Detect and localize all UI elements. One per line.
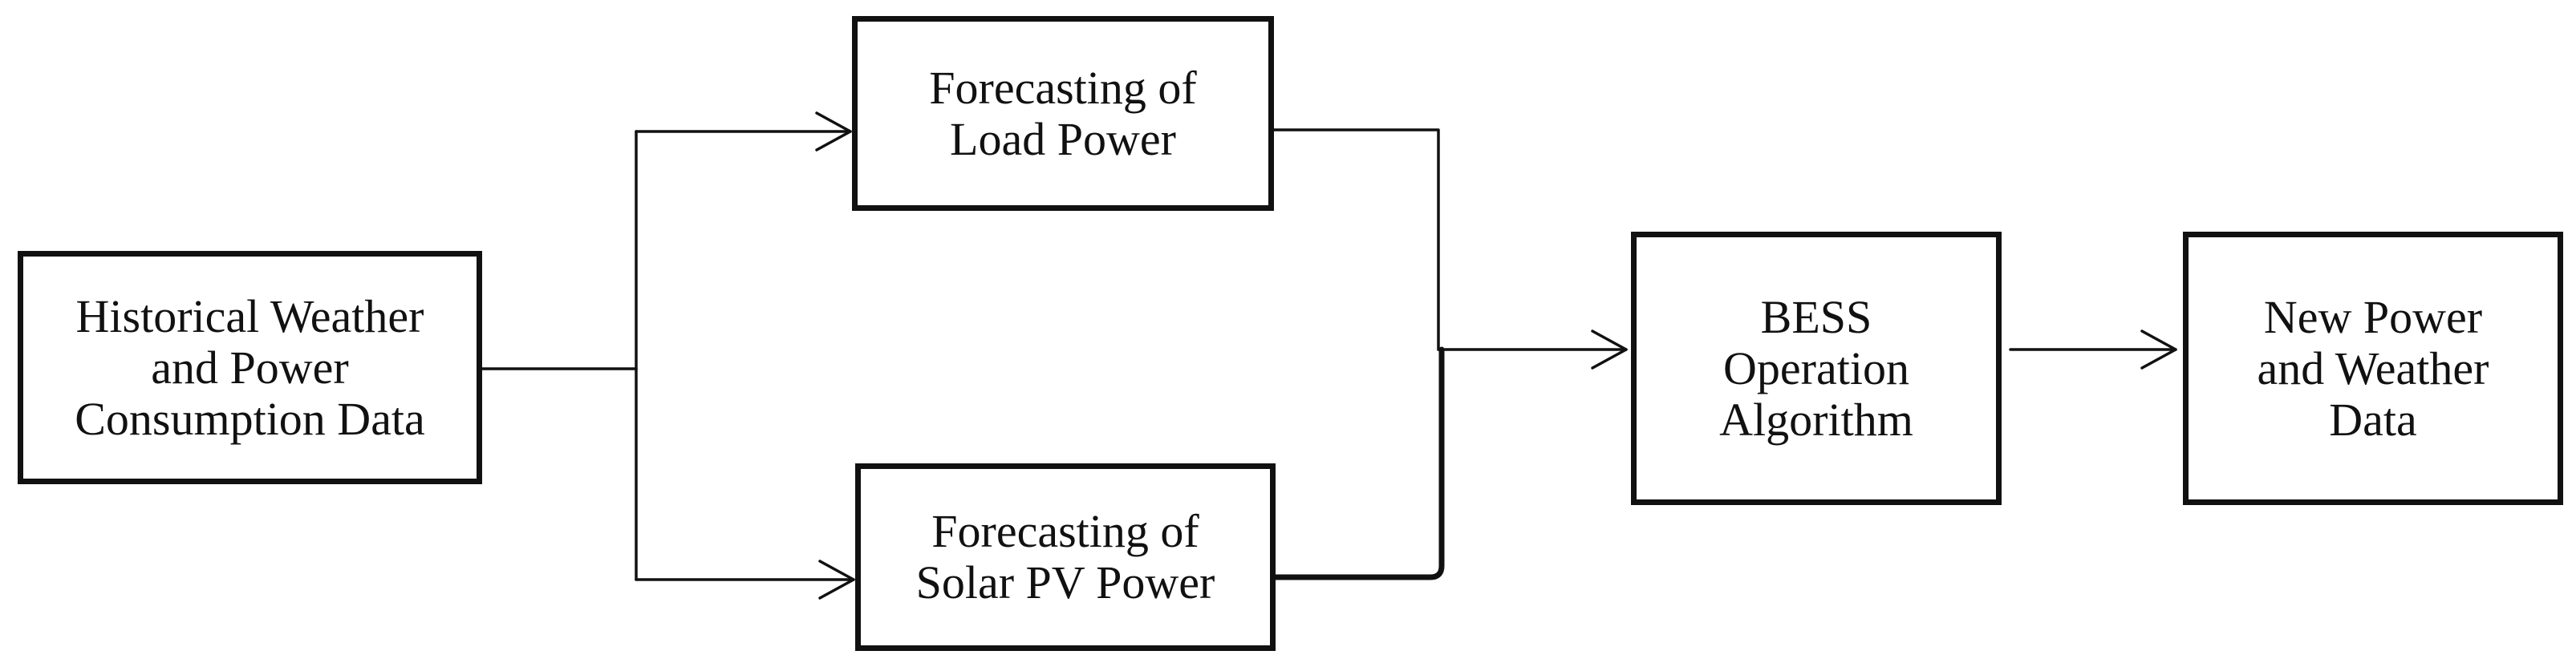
solar-pv-forecast-box: Forecasting of Solar PV Power	[855, 463, 1276, 651]
solar-pv-forecast-label: Forecasting of Solar PV Power	[915, 505, 1215, 608]
connector-load-to-merge	[1272, 128, 1440, 351]
bess-operation-algorithm-label: BESS Operation Algorithm	[1719, 290, 1913, 446]
load-power-forecast-box: Forecasting of Load Power	[852, 16, 1274, 211]
bess-operation-algorithm-box: BESS Operation Algorithm	[1631, 232, 2002, 505]
load-power-forecast-label: Forecasting of Load Power	[929, 61, 1197, 165]
arrowhead-to-load	[815, 111, 852, 152]
arrowhead-to-new	[2140, 329, 2177, 370]
historical-weather-data-box: Historical Weather and Power Consumption…	[18, 251, 482, 484]
historical-weather-data-label: Historical Weather and Power Consumption…	[75, 289, 425, 445]
new-power-weather-data-label: New Power and Weather Data	[2257, 290, 2489, 446]
connector-solar-to-merge	[1272, 346, 1445, 580]
arrowhead-to-solar	[818, 560, 855, 600]
new-power-weather-data-box: New Power and Weather Data	[2183, 232, 2563, 505]
arrowhead-to-bess	[1591, 329, 1628, 370]
